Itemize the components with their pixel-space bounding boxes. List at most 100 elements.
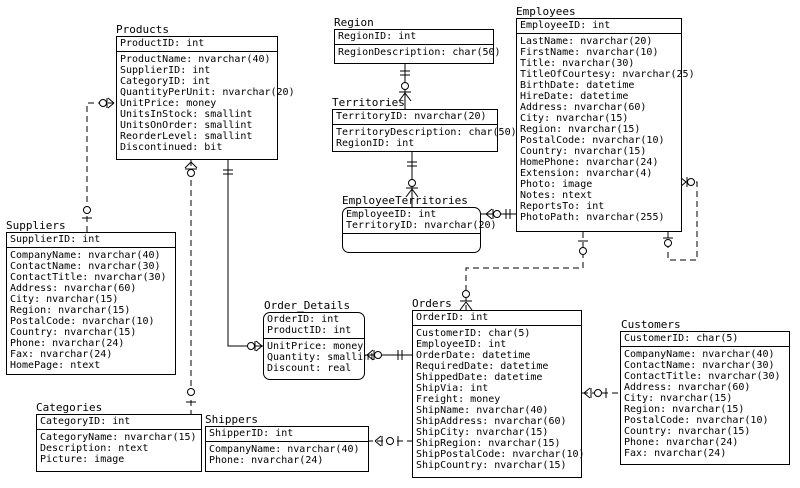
suppliers-attrs-4: City: nvarchar(15) (10, 294, 119, 305)
region-attrs-0: RegionDescription: char(50) (338, 47, 501, 58)
employees-attrs-12: Extension: nvarchar(4) (520, 168, 653, 179)
suppliers-attrs-0: CompanyName: nvarchar(40) (10, 250, 161, 261)
orders-pk-0: OrderID: int (416, 312, 489, 323)
customers-attrs-2: ContactTitle: nvarchar(30) (624, 371, 781, 382)
territories-entity[interactable]: TerritoryID: nvarchar(20) TerritoryDescr… (332, 109, 517, 152)
orders-attrs-9: ShipCity: nvarchar(15) (416, 427, 549, 438)
territories-pk-0: TerritoryID: nvarchar(20) (336, 111, 487, 122)
shippers-pk-0: ShipperID: int (209, 428, 294, 439)
employees-attrs-5: HireDate: datetime (520, 91, 629, 102)
products-attributes: ProductName: nvarchar(40)SupplierID: int… (117, 52, 295, 155)
employees-attrs-2: Title: nvarchar(30) (520, 58, 635, 69)
products-attrs-4: UnitPrice: money (120, 98, 217, 109)
employees-attrs-16: PhotoPath: nvarchar(255) (520, 212, 665, 223)
territories-title: Territories (332, 96, 405, 109)
customers-attrs-4: City: nvarchar(15) (624, 393, 733, 404)
employees-pk: EmployeeID: int (517, 19, 681, 34)
employees-attrs-14: Notes: ntext (520, 190, 593, 201)
employees-attrs-11: HomePhone: nvarchar(24) (520, 157, 659, 168)
products-attrs-6: UnitsOnOrder: smallint (120, 120, 253, 131)
shippers-entity[interactable]: ShipperID: int CompanyName: nvarchar(40)… (205, 426, 369, 472)
suppliers-attributes: CompanyName: nvarchar(40)ContactName: nv… (7, 248, 175, 373)
suppliers-attrs-3: Address: nvarchar(60) (10, 283, 137, 294)
suppliers-attrs-5: Region: nvarchar(15) (10, 305, 131, 316)
order-details-pk-0: OrderID: int (267, 314, 340, 325)
employee-territories-pk-0: EmployeeID: int (346, 209, 437, 220)
products-attrs-0: ProductName: nvarchar(40) (120, 54, 271, 65)
customers-attrs-0: CompanyName: nvarchar(40) (624, 349, 775, 360)
customers-attributes: CompanyName: nvarchar(40)ContactName: nv… (621, 347, 789, 461)
categories-attrs-2: Picture: image (40, 454, 125, 465)
categories-attributes: CategoryName: nvarchar(15)Description: n… (37, 430, 201, 467)
orders-attrs-1: EmployeeID: int (416, 339, 507, 350)
products-attrs-1: SupplierID: int (120, 65, 211, 76)
suppliers-attrs-8: Phone: nvarchar(24) (10, 338, 125, 349)
region-pk-0: RegionID: int (338, 31, 417, 42)
orders-entity[interactable]: OrderID: int CustomerID: char(5)Employee… (412, 310, 585, 478)
customers-attrs-8: Phone: nvarchar(24) (624, 437, 739, 448)
suppliers-pk: SupplierID: int (7, 233, 175, 248)
employees-entity[interactable]: EmployeeID: int LastName: nvarchar(20)Fi… (516, 18, 695, 232)
categories-entity[interactable]: CategoryID: int CategoryName: nvarchar(1… (36, 414, 202, 472)
products-pk: ProductID: int (117, 37, 277, 52)
order-details-attrs-2: Discount: real (267, 363, 352, 374)
customers-pk: CustomerID: char(5) (621, 332, 789, 347)
territories-pk: TerritoryID: nvarchar(20) (333, 110, 497, 125)
shippers-attrs-0: CompanyName: nvarchar(40) (209, 444, 360, 455)
products-title: Products (116, 23, 169, 36)
shippers-attrs-1: Phone: nvarchar(24) (209, 455, 324, 466)
employee-territories-pk-1: TerritoryID: nvarchar(20) (346, 220, 497, 231)
territories-attrs-1: RegionID: int (336, 138, 415, 149)
orders-attrs-4: ShippedDate: datetime (416, 372, 543, 383)
orders-attrs-0: CustomerID: char(5) (416, 328, 531, 339)
customers-attrs-7: Country: nvarchar(15) (624, 426, 751, 437)
orders-attrs-11: ShipPostalCode: nvarchar(10) (416, 449, 585, 460)
orders-attrs-10: ShipRegion: nvarchar(15) (416, 438, 561, 449)
territories-attributes: TerritoryDescription: char(50)RegionID: … (333, 125, 517, 151)
customers-attrs-3: Address: nvarchar(60) (624, 382, 751, 393)
employees-attrs-6: Address: nvarchar(60) (520, 102, 647, 113)
suppliers-attrs-1: ContactName: nvarchar(30) (10, 261, 161, 272)
categories-attrs-0: CategoryName: nvarchar(15) (40, 432, 197, 443)
orders-attrs-5: ShipVia: int (416, 383, 489, 394)
orders-attrs-2: OrderDate: datetime (416, 350, 531, 361)
suppliers-attrs-10: HomePage: ntext (10, 360, 101, 371)
products-entity[interactable]: ProductID: int ProductName: nvarchar(40)… (116, 36, 295, 160)
employees-pk-0: EmployeeID: int (520, 20, 611, 31)
suppliers-entity[interactable]: SupplierID: int CompanyName: nvarchar(40… (6, 232, 176, 375)
orders-pk: OrderID: int (413, 311, 581, 326)
employees-attrs-15: ReportsTo: int (520, 201, 605, 212)
products-attrs-3: QuantityPerUnit: nvarchar(20) (120, 87, 295, 98)
region-pk: RegionID: int (335, 30, 493, 45)
categories-pk-0: CategoryID: int (40, 416, 131, 427)
suppliers-attrs-7: Country: nvarchar(15) (10, 327, 137, 338)
employees-title: Employees (516, 5, 576, 18)
customers-attrs-9: Fax: nvarchar(24) (624, 448, 727, 459)
orders-attrs-3: RequiredDate: datetime (416, 361, 549, 372)
order-details-title: Order_Details (264, 299, 351, 312)
rel-suppliers-products (86, 102, 115, 232)
region-entity[interactable]: RegionID: int RegionDescription: char(50… (334, 29, 501, 64)
products-pk-0: ProductID: int (120, 38, 205, 49)
products-attrs-7: ReorderLevel: smallint (120, 131, 253, 142)
order-details-pk-1: ProductID: int (267, 325, 352, 336)
employees-attrs-7: City: nvarchar(15) (520, 113, 629, 124)
categories-attrs-1: Description: ntext (40, 443, 149, 454)
orders-attrs-7: ShipName: nvarchar(40) (416, 405, 549, 416)
orders-attrs-12: ShipCountry: nvarchar(15) (416, 460, 567, 471)
employees-attrs-10: Country: nvarchar(15) (520, 146, 647, 157)
suppliers-attrs-6: PostalCode: nvarchar(10) (10, 316, 155, 327)
rel-products-orderdetails (227, 160, 263, 347)
employees-attrs-8: Region: nvarchar(15) (520, 124, 641, 135)
shippers-pk: ShipperID: int (206, 427, 368, 442)
employees-attrs-9: PostalCode: nvarchar(10) (520, 135, 665, 146)
customers-entity[interactable]: CustomerID: char(5) CompanyName: nvarcha… (620, 331, 790, 465)
region-attributes: RegionDescription: char(50) (335, 45, 501, 60)
orders-attrs-8: ShipAddress: nvarchar(60) (416, 416, 567, 427)
